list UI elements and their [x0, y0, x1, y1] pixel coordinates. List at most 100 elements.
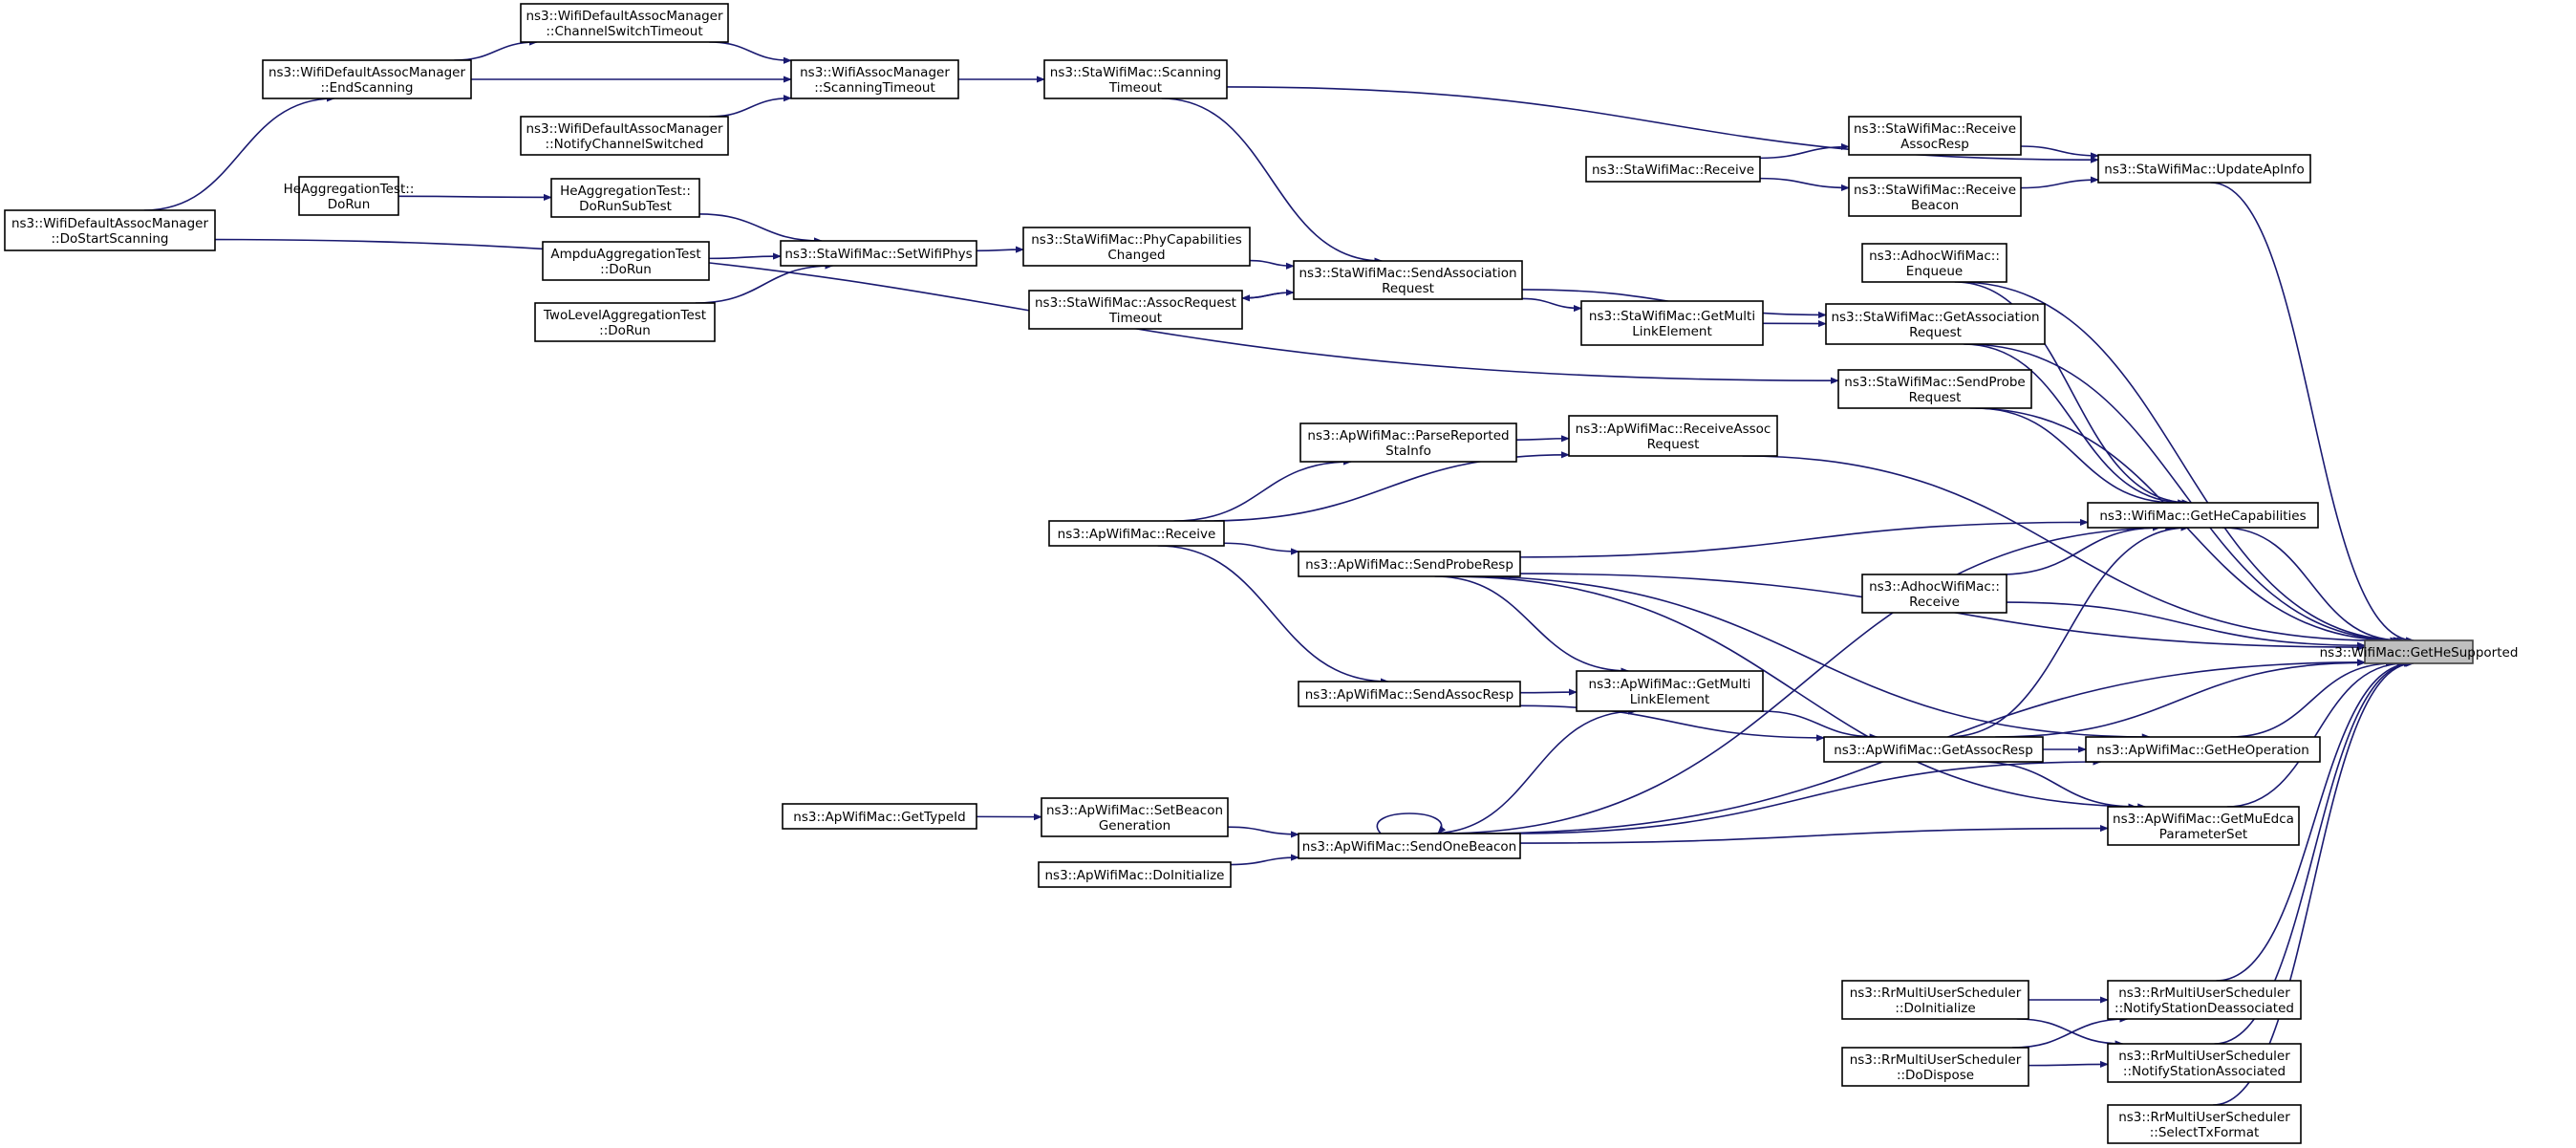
graph-node-adhoc-enqueue[interactable]: ns3::AdhocWifiMac::Enqueue — [1861, 243, 2007, 283]
node-box[interactable] — [2364, 639, 2474, 664]
graph-node-get-assoc-resp[interactable]: ns3::ApWifiMac::GetAssocResp — [1823, 736, 2044, 763]
node-box[interactable] — [2107, 1104, 2302, 1144]
graph-node-get-he-capabilities[interactable]: ns3::WifiMac::GetHeCapabilities — [2087, 502, 2319, 529]
node-box[interactable] — [262, 59, 472, 99]
call-edge — [1954, 281, 2191, 507]
graph-node-send-assoc-resp[interactable]: ns3::ApWifiMac::SendAssocResp — [1298, 681, 1521, 707]
node-box[interactable] — [780, 240, 977, 267]
node-label: ns3::ApWifiMac::SendOneBeacon — [1302, 839, 1516, 855]
node-box[interactable] — [1568, 415, 1778, 457]
node-label: AmpduAggregationTest — [550, 247, 700, 262]
graph-node-ampdu-aggr-dorun[interactable]: AmpduAggregationTest::DoRun — [542, 241, 710, 281]
graph-node-set-wifi-phys[interactable]: ns3::StaWifiMac::SetWifiPhys — [780, 240, 977, 267]
node-box[interactable] — [790, 59, 959, 99]
node-box[interactable] — [1861, 243, 2007, 283]
node-box[interactable] — [1841, 1047, 2029, 1087]
node-box[interactable] — [298, 176, 399, 216]
node-box[interactable] — [1861, 574, 2007, 614]
node-box[interactable] — [1848, 116, 2022, 156]
node-box[interactable] — [782, 803, 977, 830]
node-box[interactable] — [2107, 980, 2302, 1020]
graph-node-get-he-operation[interactable]: ns3::ApWifiMac::GetHeOperation — [2085, 736, 2321, 763]
node-box[interactable] — [1298, 551, 1521, 577]
node-label: ns3::StaWifiMac::Scanning — [1050, 65, 1221, 80]
node-box[interactable] — [520, 116, 729, 156]
graph-node-he-aggr-dorunsubtest[interactable]: HeAggregationTest::DoRunSubTest — [550, 178, 700, 218]
node-box[interactable] — [534, 302, 716, 342]
node-label: ns3::RrMultiUserScheduler — [1850, 986, 2022, 1001]
graph-node-channel-switch-timeout[interactable]: ns3::WifiDefaultAssocManager::ChannelSwi… — [520, 3, 729, 43]
node-box[interactable] — [1041, 797, 1229, 837]
node-label: ::DoRun — [599, 323, 651, 338]
node-box[interactable] — [1028, 290, 1243, 330]
node-box[interactable] — [2085, 736, 2321, 763]
node-box[interactable] — [520, 3, 729, 43]
node-box[interactable] — [1841, 980, 2029, 1020]
graph-node-rr-do-initialize[interactable]: ns3::RrMultiUserScheduler::DoInitialize — [1841, 980, 2029, 1020]
node-label: ::DoRun — [600, 262, 652, 277]
node-box[interactable] — [1293, 260, 1523, 300]
graph-node-get-type-id[interactable]: ns3::ApWifiMac::GetTypeId — [782, 803, 977, 830]
graph-node-twolevel-aggr-dorun[interactable]: TwoLevelAggregationTest::DoRun — [534, 302, 716, 342]
graph-node-sta-receive[interactable]: ns3::StaWifiMac::Receive — [1585, 156, 1761, 183]
node-box[interactable] — [1580, 300, 1764, 346]
node-label: ns3::ApWifiMac::SendAssocResp — [1305, 687, 1514, 703]
node-box[interactable] — [1585, 156, 1761, 183]
node-box[interactable] — [1048, 520, 1225, 547]
node-box[interactable] — [1848, 177, 2022, 217]
node-box[interactable] — [2107, 806, 2300, 846]
node-label: HeAggregationTest:: — [284, 182, 415, 197]
node-box[interactable] — [1298, 681, 1521, 707]
node-box[interactable] — [1823, 736, 2044, 763]
node-box[interactable] — [1038, 861, 1232, 888]
graph-node-adhoc-receive[interactable]: ns3::AdhocWifiMac::Receive — [1861, 574, 2007, 614]
node-box[interactable] — [4, 209, 216, 251]
node-box[interactable] — [1022, 227, 1251, 267]
graph-node-end-scanning[interactable]: ns3::WifiDefaultAssocManager::EndScannin… — [262, 59, 472, 99]
call-edge — [1759, 142, 1850, 160]
graph-node-get-he-supported[interactable]: ns3::WifiMac::GetHeSupported — [2320, 639, 2519, 664]
graph-node-notify-channel-switched[interactable]: ns3::WifiDefaultAssocManager::NotifyChan… — [520, 116, 729, 156]
node-box[interactable] — [1837, 369, 2032, 409]
node-box[interactable] — [2087, 502, 2319, 529]
node-label: ns3::WifiMac::GetHeSupported — [2320, 645, 2519, 661]
graph-node-rr-notify-station-deassociated[interactable]: ns3::RrMultiUserScheduler::NotifyStation… — [2107, 980, 2302, 1020]
graph-node-rr-select-tx-format[interactable]: ns3::RrMultiUserScheduler::SelectTxForma… — [2107, 1104, 2302, 1144]
node-box[interactable] — [1298, 833, 1521, 859]
graph-node-send-probe-resp[interactable]: ns3::ApWifiMac::SendProbeResp — [1298, 551, 1521, 577]
graph-node-assoc-scanning-timeout[interactable]: ns3::WifiAssocManager::ScanningTimeout — [790, 59, 959, 99]
node-label: ns3::StaWifiMac::Receive — [1854, 121, 2016, 137]
node-label: ns3::RrMultiUserScheduler — [2118, 1110, 2290, 1125]
graph-node-ap-receive[interactable]: ns3::ApWifiMac::Receive — [1048, 520, 1225, 547]
graph-node-scanning-timeout-sta[interactable]: ns3::StaWifiMac::ScanningTimeout — [1043, 59, 1228, 99]
graph-node-rr-do-dispose[interactable]: ns3::RrMultiUserScheduler::DoDispose — [1841, 1047, 2029, 1087]
node-box[interactable] — [1043, 59, 1228, 99]
node-box[interactable] — [1576, 670, 1764, 712]
node-box[interactable] — [2097, 154, 2311, 184]
node-label: Request — [1909, 390, 1962, 405]
node-box[interactable] — [550, 178, 700, 218]
node-box[interactable] — [1299, 422, 1517, 463]
graph-node-rr-notify-station-associated[interactable]: ns3::RrMultiUserScheduler::NotifyStation… — [2107, 1043, 2302, 1083]
graph-node-send-one-beacon[interactable]: ns3::ApWifiMac::SendOneBeacon — [1298, 833, 1521, 859]
graph-node-do-start-scanning[interactable]: ns3::WifiDefaultAssocManager::DoStartSca… — [4, 209, 216, 251]
graph-node-he-aggr-dorun[interactable]: HeAggregationTest::DoRun — [284, 176, 415, 216]
node-box[interactable] — [1825, 303, 2046, 345]
node-box[interactable] — [542, 241, 710, 281]
graph-node-update-ap-info[interactable]: ns3::StaWifiMac::UpdateApInfo — [2097, 154, 2311, 184]
node-box[interactable] — [2107, 1043, 2302, 1083]
graph-node-ap-do-initialize[interactable]: ns3::ApWifiMac::DoInitialize — [1038, 861, 1232, 888]
